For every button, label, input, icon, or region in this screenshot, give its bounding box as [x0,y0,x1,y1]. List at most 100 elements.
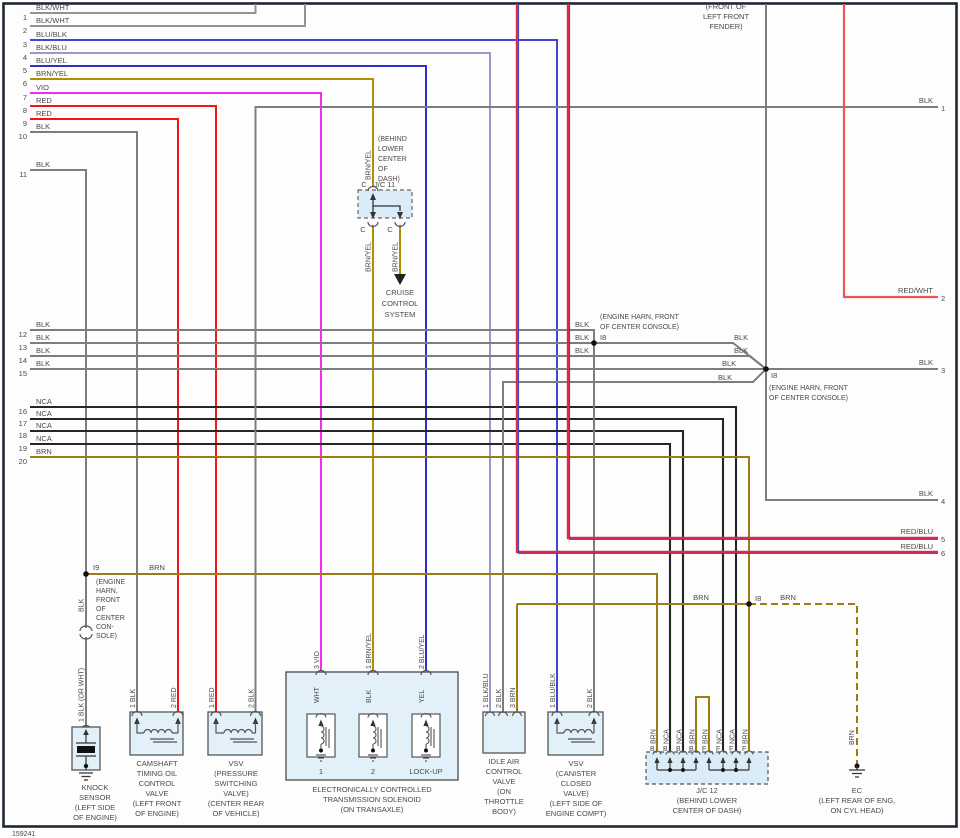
i8-a-note: (ENGINE HARN, FRONT [600,314,680,321]
wire-label: WHT [314,686,321,703]
wire-right6-redblu [515,4,938,554]
cruise-line: SYSTEM [385,310,416,319]
cruise-arrow-icon [394,274,406,285]
pin-number: 10 [19,132,27,141]
jc12-wire-label: NCA [677,729,684,744]
pin-label: 2 RED [171,687,178,708]
connector-arc [315,669,327,676]
wire-left17-nca [30,417,725,751]
wire-left10-blk [30,131,138,712]
connector-arc [79,633,93,640]
wire-left20-brn [30,456,750,751]
arrow-up-icon [318,719,324,726]
pin-number: 13 [19,343,27,352]
arrow-up-icon [252,717,259,724]
jc12-block: B B B B F F F F BRN NCA NCA BRN BRN NCA … [645,729,769,815]
i9-note: FRONT [96,597,121,604]
pin-label: 1 RED [209,687,216,708]
doc-number: 159241 [12,831,35,838]
jc12-pin-letter: B [650,746,655,753]
jc12-pin-letter: B [676,746,681,753]
pin-label: 3 VIO [314,651,321,669]
vsv-pressure-block: 1 RED 2 BLK VSV (PRESSURE SWITCHING VALV… [207,687,265,818]
wire-label: YEL [419,690,426,703]
wire-i9-brn-to-jc12 [86,573,658,751]
pin-label: 1 BLU/BLK [550,673,557,708]
pin-label: 1 BRN/YEL [366,633,373,669]
caption-line: KNOCK [82,783,109,792]
caption-line: (LEFT REAR OF ENG, [819,796,896,805]
arrow-up-icon [423,719,429,726]
wire-i8b-to-idleair [502,368,767,712]
connector-arc [367,221,379,228]
coil-symbol [320,725,330,749]
jc12-wire-label: BRN [651,729,658,744]
caption-line: J/C 12 [696,786,718,795]
caption-line: OF ENGINE) [135,809,179,818]
caption-line: (ON TRANSAXLE) [341,805,404,814]
jc12-pin-letter: F [729,746,733,753]
jc12-pin-letter: F [702,746,706,753]
wire-left16-nca [30,405,738,751]
i9-note: SOLE) [96,633,117,640]
pin-wire-label: BRN/YEL [36,69,68,78]
wires [30,4,938,764]
pin-number: 15 [19,369,27,378]
bus-label-blk: BLK [722,359,736,368]
caption-line: IDLE AIR [489,757,520,766]
jc12-pin-stubs [656,763,750,770]
i8-c-id: I8 [755,594,761,603]
bus-label-blk: BLK [734,346,748,355]
pin-number: 8 [23,106,27,115]
unit-label: LOCK-UP [409,767,442,776]
arrow-up-icon [134,717,140,724]
caption-line: (ON [497,787,511,796]
pin-number: 17 [19,419,27,428]
connector-arc [367,713,379,718]
pin-wire-label: BLK [919,358,933,367]
vsv-canister-box [547,711,604,756]
pin-wire-label: BLK/WHT [36,3,70,12]
pin-number: 19 [19,444,27,453]
pin-wire-label: RED/BLU [900,527,933,536]
connector-arc [497,711,509,717]
pin-number: 18 [19,431,27,440]
i8-b-id: I8 [771,371,777,380]
wire-right1-blk [254,106,938,712]
pin-number: 12 [19,330,27,339]
bus-label-blk: BLK [718,373,732,382]
note-line: LEFT FRONT [703,12,750,21]
caption-line: CAMSHAFT [136,759,178,768]
jc11-title: J/C 11 [374,180,395,189]
coil-core [568,738,595,743]
pin-wire-label: BLK [36,359,50,368]
pin-number: 4 [23,53,27,62]
arrow-up-icon [370,193,376,200]
ground-icon [79,772,93,781]
jc11-c-right: C [387,225,393,234]
caption-line: (LEFT FRONT [133,799,182,808]
bus-label-blk: BLK [575,320,589,329]
caption-line: VSV [568,759,583,768]
pin-wire-label: RED/BLU [900,542,933,551]
caption-line: THROTTLE [484,797,524,806]
pin-wire-label: RED [36,109,52,118]
caption-line: CENTER OF DASH) [673,806,742,815]
i8-a-note: OF CENTER CONSOLE) [600,324,679,331]
jc12-wire-label: BRN [703,729,710,744]
caption-line: SENSOR [79,793,111,802]
note-line: (FRONT OF [706,2,747,11]
jc12-wire-label: BRN [690,729,697,744]
junction-i8-a [591,340,597,346]
solenoid-unit-1: 1 [306,713,336,776]
solenoid-unit-2: 2 [358,713,388,776]
wire-left11-blk [30,169,87,628]
pin-wire-label: NCA [36,434,52,443]
caption-line: VALVE) [223,789,249,798]
ground-icon [421,754,431,762]
i9-note: OF [96,606,106,613]
caption-line: TIMING OIL [137,769,177,778]
pin-wire-label: RED [36,96,52,105]
